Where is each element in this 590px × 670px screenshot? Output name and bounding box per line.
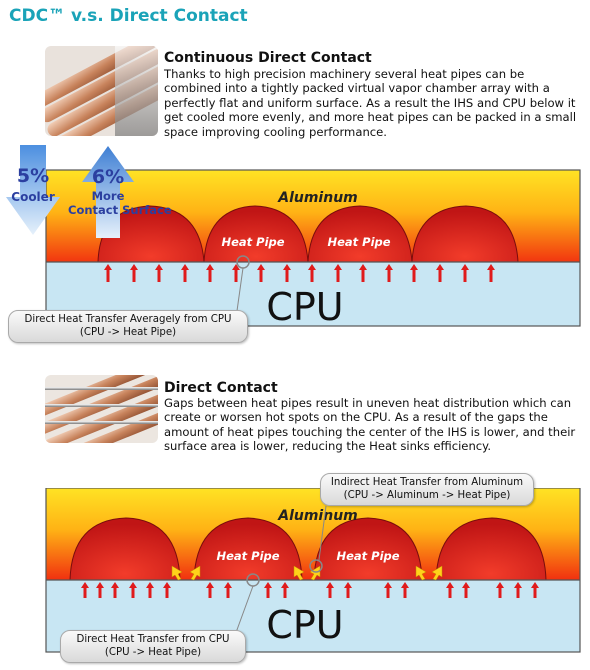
cooler-badge: 5% Cooler <box>4 145 62 235</box>
contact-surface-label-1: More <box>91 189 125 203</box>
contact-surface-badge: 6% More Contact Surface <box>68 146 188 238</box>
direct-contact-diagram: Aluminum Heat Pipe Heat Pipe CPU <box>45 488 581 653</box>
heat-arrow-icon <box>224 582 232 598</box>
heat-arrow-icon <box>531 582 539 598</box>
heat-arrow-icon <box>436 264 444 282</box>
heat-arrow-icon <box>281 582 289 598</box>
dc-indirect-transfer-callout: Indirect Heat Transfer from Aluminum (CP… <box>320 473 534 507</box>
heat-arrow-icon <box>384 582 392 598</box>
heat-arrow-icon <box>155 264 163 282</box>
heat-arrow-icon <box>410 264 418 282</box>
contact-surface-label-2: Contact Surface <box>68 203 172 217</box>
cdc-heat-pipe <box>411 205 519 263</box>
cdc-aluminum-label: Aluminum <box>277 190 358 206</box>
cdc-heat-pipe-label: Heat Pipe <box>327 235 390 249</box>
heat-arrow-icon <box>257 264 265 282</box>
cdc-heading: Continuous Direct Contact <box>164 50 372 66</box>
cdc-cpu-label: CPU <box>266 285 343 329</box>
heat-arrow-icon <box>385 264 393 282</box>
callout-line-1: Direct Heat Transfer Averagely from CPU <box>24 314 232 325</box>
heat-arrow-icon <box>129 582 137 598</box>
cdc-direct-transfer-callout: Direct Heat Transfer Averagely from CPU … <box>8 310 248 344</box>
heat-arrow-icon <box>111 582 119 598</box>
cooler-label: Cooler <box>11 190 55 204</box>
heat-arrow-icon <box>344 582 352 598</box>
cdc-heat-arrows <box>104 264 495 282</box>
heat-arrow-icon <box>130 264 138 282</box>
dc-heat-pipe-label: Heat Pipe <box>216 549 279 563</box>
direct-contact-description: Gaps between heat pipes result in uneven… <box>164 396 576 454</box>
dc-heat-arrows <box>81 582 539 598</box>
heat-arrow-icon <box>308 264 316 282</box>
callout-line-2: (CPU -> Aluminum -> Heat Pipe) <box>343 489 511 501</box>
heat-arrow-icon <box>514 582 522 598</box>
heat-arrow-icon <box>326 582 334 598</box>
up-arrow-icon <box>82 146 134 238</box>
page-title: CDC™ v.s. Direct Contact <box>9 6 248 26</box>
dc-heat-pipe-label: Heat Pipe <box>336 549 399 563</box>
cdc-heat-pipe <box>307 205 413 263</box>
heat-arrow-icon <box>496 582 504 598</box>
cooler-value: 5% <box>16 165 50 187</box>
callout-line-2: (CPU -> Heat Pipe) <box>79 326 177 338</box>
heat-arrow-icon <box>487 264 495 282</box>
dc-cpu-label: CPU <box>266 603 343 647</box>
down-arrow-icon <box>6 145 60 235</box>
heat-arrow-icon <box>206 264 214 282</box>
heat-arrow-icon <box>446 582 454 598</box>
heat-arrow-icon <box>181 264 189 282</box>
heat-arrow-icon <box>462 582 470 598</box>
dc-callout-marker-indirect <box>309 559 323 573</box>
heat-arrow-icon <box>264 582 272 598</box>
heat-arrow-icon <box>283 264 291 282</box>
heat-arrow-icon <box>359 264 367 282</box>
direct-contact-heading: Direct Contact <box>164 380 278 396</box>
heat-arrow-icon <box>146 582 154 598</box>
dc-indirect-arrows <box>171 565 443 581</box>
cdc-heatsink-photo <box>45 46 158 136</box>
cdc-heat-pipe-label: Heat Pipe <box>221 235 284 249</box>
heat-arrow-icon <box>163 582 171 598</box>
heat-arrow-icon <box>334 264 342 282</box>
heat-arrow-icon <box>232 264 240 282</box>
dc-direct-transfer-callout: Direct Heat Transfer from CPU (CPU -> He… <box>60 630 246 664</box>
cdc-heat-pipe <box>203 205 309 263</box>
heat-arrow-icon <box>96 582 104 598</box>
heat-arrow-icon <box>104 264 112 282</box>
dc-aluminum-label: Aluminum <box>277 508 358 524</box>
heat-arrow-icon <box>206 582 214 598</box>
dc-heat-pipe <box>435 517 547 581</box>
contact-surface-value: 6% <box>91 166 125 188</box>
callout-line-2: (CPU -> Heat Pipe) <box>104 646 202 658</box>
dc-heat-pipe <box>193 517 303 581</box>
direct-contact-heatsink-photo <box>45 375 158 443</box>
callout-line-1: Indirect Heat Transfer from Aluminum <box>330 477 524 488</box>
heat-arrow-icon <box>461 264 469 282</box>
cdc-description: Thanks to high precision machinery sever… <box>164 67 577 139</box>
callout-line-1: Direct Heat Transfer from CPU <box>76 634 230 645</box>
dc-heat-pipe <box>69 517 181 581</box>
heat-arrow-icon <box>81 582 89 598</box>
heat-arrow-icon <box>401 582 409 598</box>
